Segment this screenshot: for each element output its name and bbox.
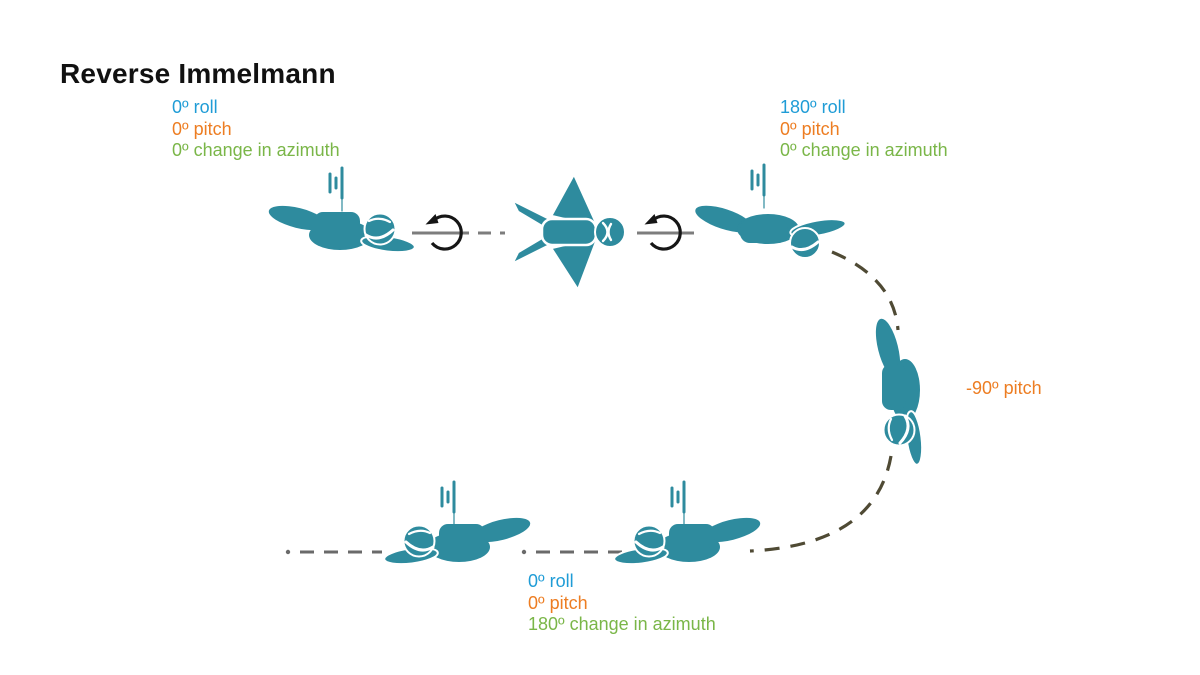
end-pitch-label: 0º pitch — [528, 592, 588, 613]
flyer-head-down-icon — [869, 314, 927, 468]
flight-path-bottom-dot-mid — [521, 549, 527, 555]
flight-path-loop-lower — [749, 455, 893, 553]
flyer-belly-left-near-icon — [381, 511, 535, 569]
airflow-lines-after-roll-icon — [750, 163, 766, 210]
roll-rotation-arrow-left-icon — [417, 212, 471, 251]
flyer-belly-left-far-icon — [611, 511, 765, 569]
airflow-lines-start-icon — [328, 166, 344, 213]
after-roll-azimuth-label: 0º change in azimuth — [780, 140, 948, 160]
end-azimuth-label: 180º change in azimuth — [528, 614, 716, 634]
airflow-lines-end-far-icon — [670, 480, 686, 527]
start-pitch-label: 0º pitch — [172, 118, 232, 139]
end-roll-label: 0º roll — [528, 571, 574, 591]
airflow-lines-end-near-icon — [440, 480, 456, 527]
flyer-belly-right-icon — [264, 199, 418, 257]
label-group-start: 0º roll 0º pitch 0º change in azimuth — [172, 97, 340, 162]
dive-pitch-label: -90º pitch — [966, 378, 1042, 398]
after-roll-pitch-label: 0º pitch — [780, 118, 840, 139]
flight-path-loop-upper — [831, 250, 900, 331]
label-group-after-roll: 180º roll 0º pitch 0º change in azimuth — [780, 97, 948, 162]
label-group-end: 0º roll 0º pitch 180º change in azimuth — [528, 571, 716, 636]
wingsuit-top-view-icon — [510, 172, 627, 292]
flight-path-bottom-dot-left — [285, 549, 291, 555]
start-azimuth-label: 0º change in azimuth — [172, 140, 340, 160]
after-roll-roll-label: 180º roll — [780, 97, 846, 117]
label-group-dive: -90º pitch — [966, 378, 1042, 400]
flyer-on-back-icon — [690, 198, 849, 260]
page-title: Reverse Immelmann — [60, 58, 336, 89]
roll-rotation-arrow-right-icon — [636, 212, 690, 251]
start-roll-label: 0º roll — [172, 97, 218, 117]
